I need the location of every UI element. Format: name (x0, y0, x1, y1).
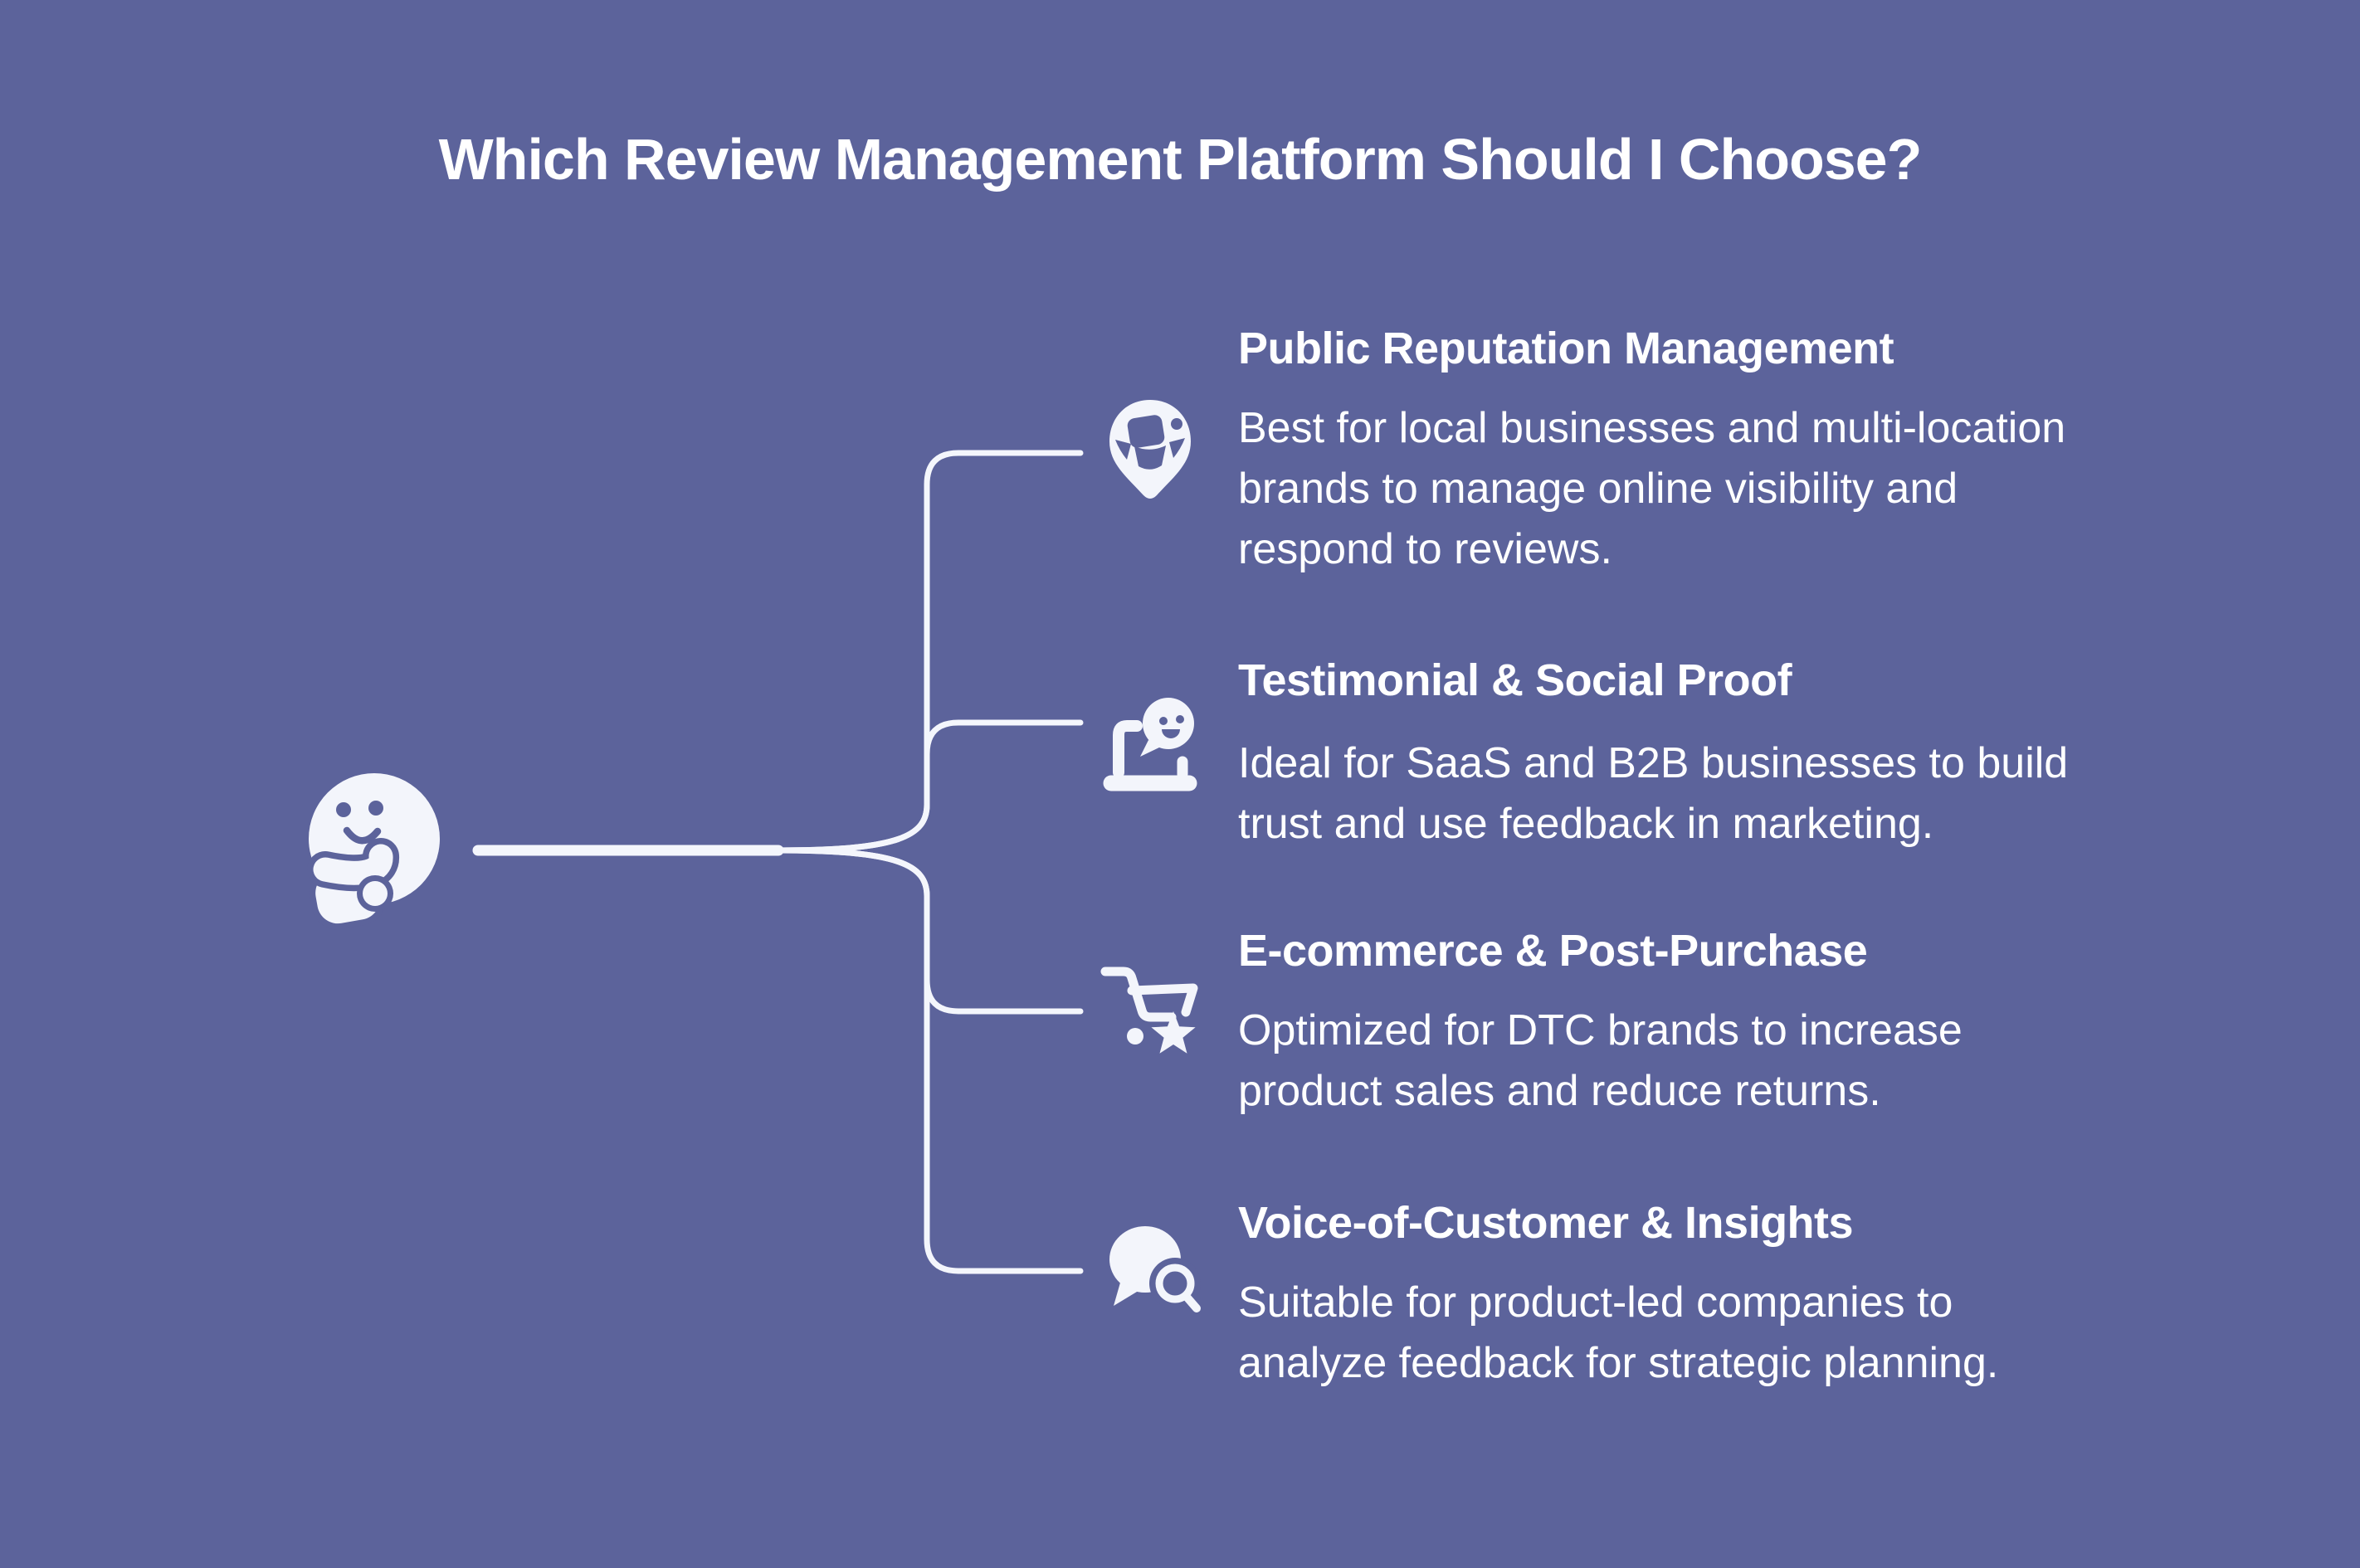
branch-heading: Public Reputation Management (1238, 324, 1894, 373)
branch-description: Suitable for product-led companies to an… (1238, 1278, 1999, 1387)
page-title: Which Review Management Platform Should … (438, 127, 1923, 192)
branch-description: Ideal for SaaS and B2B businesses to bui… (1238, 739, 2069, 848)
cart-star-icon (1100, 962, 1203, 1059)
speech-bubble-magnifier-icon (1104, 1223, 1203, 1319)
branch-heading: Voice-of-Customer & Insights (1238, 1198, 1854, 1248)
laptop-testimonial-icon (1102, 695, 1198, 793)
thinking-face-icon (292, 772, 458, 962)
map-pin-reputation-icon (1104, 397, 1197, 503)
branch-heading: E-commerce & Post-Purchase (1238, 926, 1868, 976)
branch-description: Best for local businesses and multi-loca… (1238, 404, 2066, 573)
branch-heading: Testimonial & Social Proof (1238, 655, 1792, 705)
branch-description: Optimized for DTC brands to increase pro… (1238, 1006, 1963, 1115)
